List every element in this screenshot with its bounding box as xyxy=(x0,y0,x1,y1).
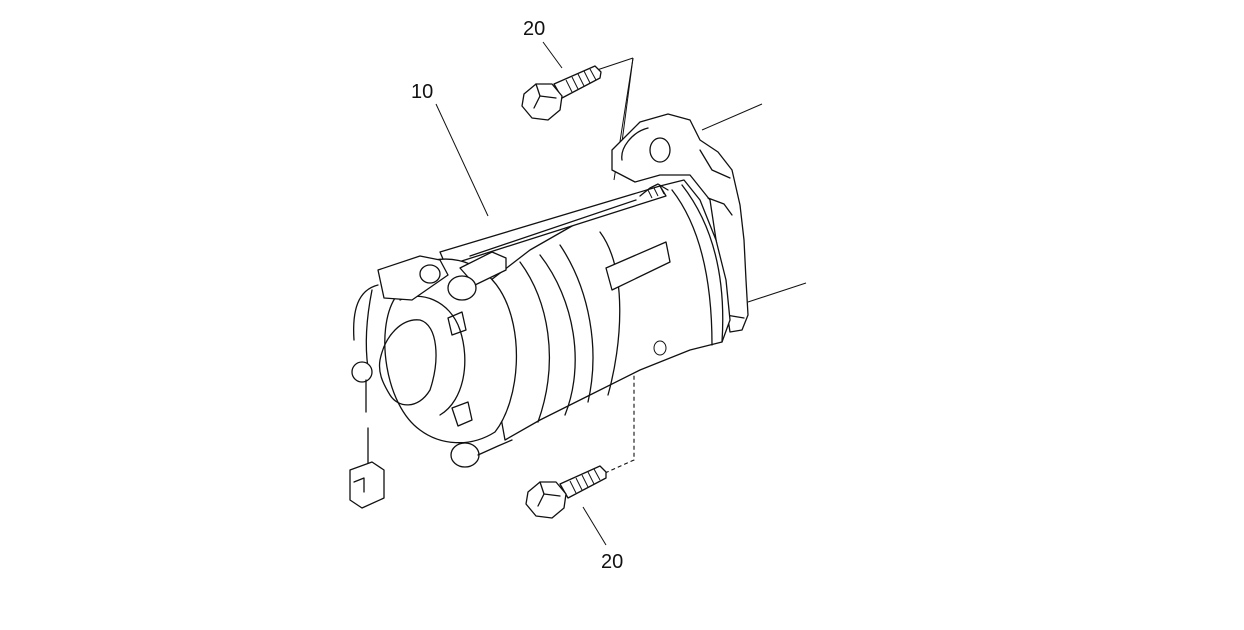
terminal-nut xyxy=(419,264,441,284)
callout-lower-bolt: 20 xyxy=(601,551,623,573)
bolt-upper xyxy=(521,65,602,121)
mount-hole-lower xyxy=(653,340,667,356)
cap-bolt-upper xyxy=(447,275,477,301)
mount-hole-upper xyxy=(649,137,671,163)
callout-upper-bolt: 20 xyxy=(523,18,545,40)
bolt-lower xyxy=(525,465,607,519)
callout-starter-motor: 10 xyxy=(411,81,433,103)
nameplate xyxy=(605,241,671,291)
wire-connector xyxy=(349,461,385,509)
starter-motor xyxy=(349,113,749,509)
cap-bolt-lower xyxy=(450,442,480,468)
